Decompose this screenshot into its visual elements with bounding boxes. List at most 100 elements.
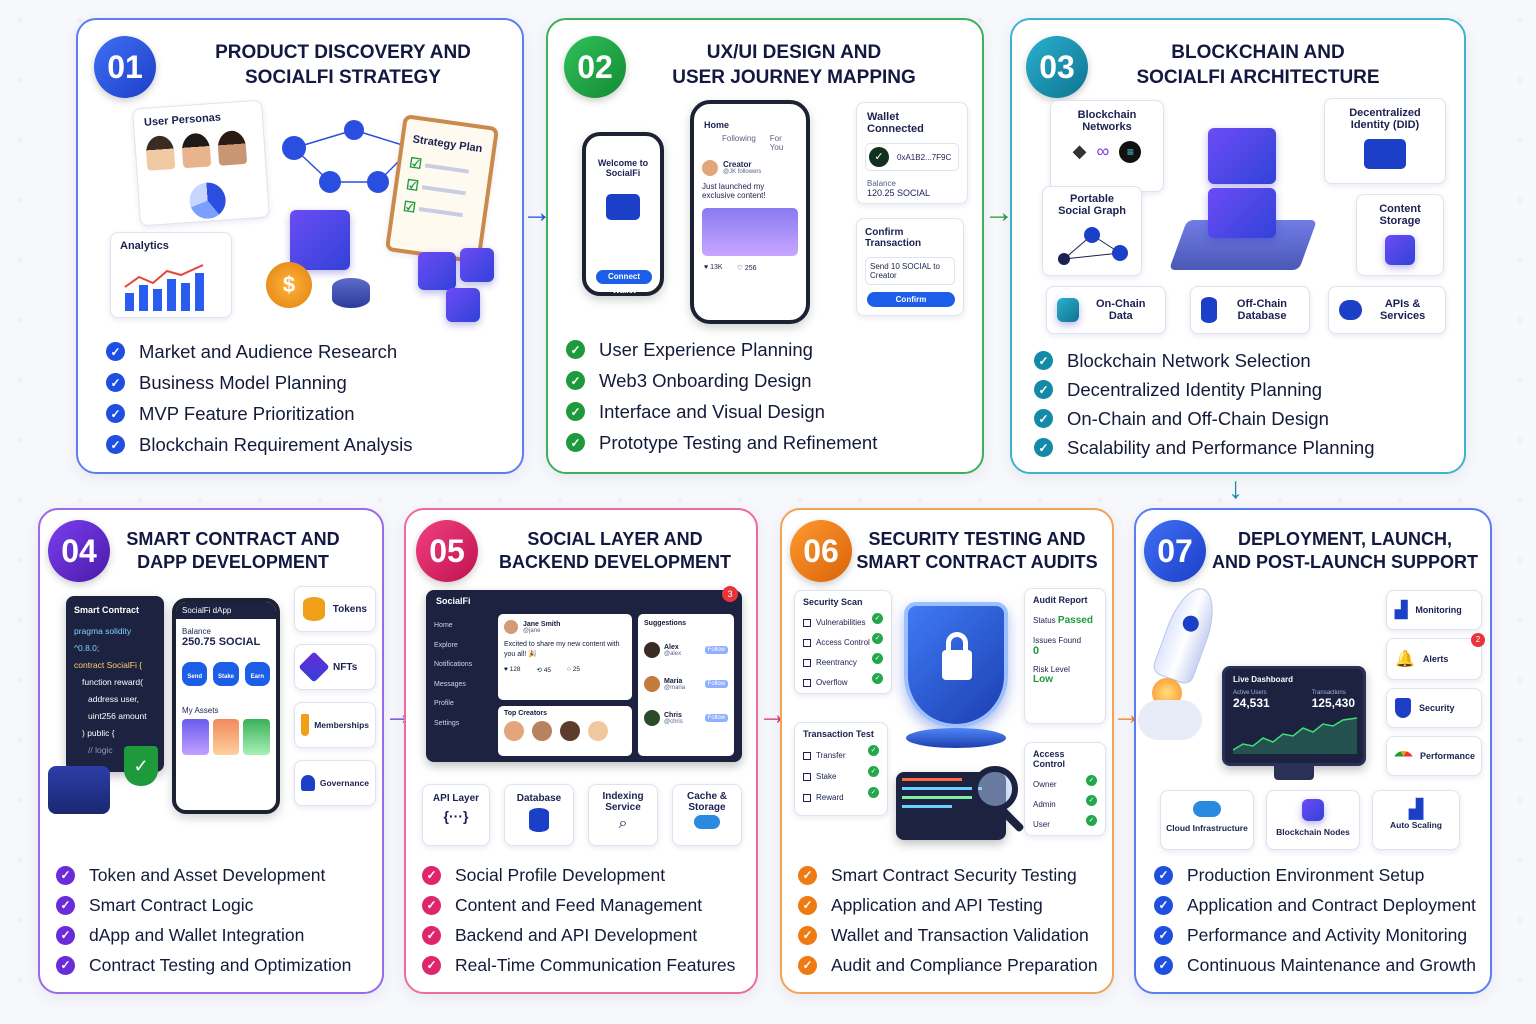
nav-messages[interactable]: Messages bbox=[434, 680, 466, 688]
database-panel: Database bbox=[504, 784, 574, 846]
like-icon[interactable]: ♥ 13K bbox=[704, 264, 723, 271]
bullet-item: ✓Continuous Maintenance and Growth bbox=[1154, 950, 1476, 980]
step-07-number: 07 bbox=[1144, 520, 1206, 582]
person-avatar bbox=[145, 134, 176, 171]
check-icon: ✓ bbox=[1086, 795, 1097, 806]
check-icon: ✓ bbox=[1086, 815, 1097, 826]
nft-thumbnail bbox=[243, 719, 271, 755]
cloud-gear-icon bbox=[1339, 300, 1363, 320]
nav-profile[interactable]: Profile bbox=[434, 700, 454, 707]
notification-badge: 3 bbox=[722, 586, 738, 602]
monitor-stand bbox=[1274, 766, 1314, 780]
off-chain-database-panel: Off-Chain Database bbox=[1190, 286, 1310, 334]
security-scan-panel: Security Scan Vulnerabilities✓ Access Co… bbox=[794, 590, 892, 694]
step-07-bullets: ✓Production Environment Setup ✓Applicati… bbox=[1154, 860, 1476, 980]
check-icon: ✓ bbox=[872, 613, 883, 624]
access-control-panel: Access Control Owner✓ Admin✓ User✓ bbox=[1024, 742, 1106, 836]
cube-icon bbox=[460, 248, 494, 282]
blockchain-nodes-panel: Blockchain Nodes bbox=[1266, 790, 1360, 850]
bullet-item: ✓Web3 Onboarding Design bbox=[566, 365, 877, 396]
wallet-icon bbox=[606, 194, 640, 220]
post-card: Jane Smith@jane Excited to share my new … bbox=[498, 614, 632, 700]
step-06-number: 06 bbox=[790, 520, 852, 582]
comment-icon[interactable]: ♡ 256 bbox=[736, 265, 757, 272]
step-05-number: 05 bbox=[416, 520, 478, 582]
token-stack-icon bbox=[332, 278, 370, 308]
nav-explore[interactable]: Explore bbox=[434, 641, 458, 649]
scaling-chart-icon: ▟ bbox=[1409, 799, 1423, 819]
nft-thumbnail bbox=[182, 719, 209, 755]
person-avatar bbox=[180, 132, 212, 169]
cube-icon bbox=[1057, 298, 1079, 322]
step-03-bullets: ✓Blockchain Network Selection ✓Decentral… bbox=[1034, 346, 1374, 462]
bullet-item: ✓Token and Asset Development bbox=[56, 860, 351, 890]
follow-button[interactable]: Follow bbox=[704, 646, 728, 654]
bullet-item: ✓Interface and Visual Design bbox=[566, 396, 877, 427]
creator-avatar bbox=[560, 721, 580, 741]
confirm-button[interactable]: Confirm bbox=[867, 292, 955, 307]
step-05-bullets: ✓Social Profile Development ✓Content and… bbox=[422, 860, 735, 980]
social-app-window: SocialFi 3 Home Explore Notifications Me… bbox=[426, 586, 742, 762]
step-07-card: 07 DEPLOYMENT, LAUNCH,AND POST-LAUNCH SU… bbox=[1134, 508, 1492, 994]
nfts-panel: NFTs bbox=[294, 644, 376, 690]
like-icon[interactable]: ♥ 128 bbox=[504, 666, 521, 673]
step-01-number: 01 bbox=[94, 36, 156, 98]
comment-icon[interactable]: ○ 25 bbox=[567, 666, 580, 673]
creator-avatar bbox=[702, 160, 718, 176]
follow-button[interactable]: Follow bbox=[704, 714, 728, 722]
bullet-item: ✓Real-Time Communication Features bbox=[422, 950, 735, 980]
connect-wallet-button[interactable]: Connect Wallet bbox=[596, 270, 652, 295]
nav-home[interactable]: Home bbox=[434, 622, 453, 629]
coin-icon: $ bbox=[266, 262, 312, 308]
crown-badge-icon bbox=[301, 714, 310, 736]
pie-chart-icon bbox=[188, 181, 227, 220]
nav-notifications[interactable]: Notifications bbox=[434, 661, 473, 668]
share-icon[interactable]: ⟲ 45 bbox=[536, 667, 552, 674]
shield-icon bbox=[1395, 698, 1411, 718]
post-image bbox=[702, 208, 798, 256]
bullet-item: ✓Smart Contract Logic bbox=[56, 890, 351, 920]
tokens-panel: Tokens bbox=[294, 586, 376, 632]
social-graph-panel: Portable Social Graph bbox=[1042, 186, 1142, 276]
send-button[interactable]: Send bbox=[182, 662, 208, 686]
cache-storage-panel: Cache & Storage bbox=[672, 784, 742, 846]
smart-contract-code-panel: Smart Contract pragma solidity ^0.8.0; c… bbox=[66, 596, 164, 772]
earn-button[interactable]: Earn bbox=[244, 662, 270, 686]
stake-button[interactable]: Stake bbox=[213, 662, 239, 686]
cube-icon bbox=[418, 252, 456, 290]
magnifier-icon bbox=[972, 766, 1018, 812]
person-avatar bbox=[644, 710, 660, 726]
bullet-item: ✓Application and Contract Deployment bbox=[1154, 890, 1476, 920]
bullet-item: ✓Contract Testing and Optimization bbox=[56, 950, 351, 980]
bell-icon: 🔔 bbox=[1395, 651, 1415, 668]
check-icon: ✓ bbox=[1086, 775, 1097, 786]
database-icon bbox=[1201, 297, 1217, 323]
blockchain-networks-panel: Blockchain Networks ◆ ∞ ≡ bbox=[1050, 100, 1164, 192]
shield-check-icon: ✓ bbox=[124, 746, 158, 786]
follow-button[interactable]: Follow bbox=[704, 680, 728, 688]
step-03-number: 03 bbox=[1026, 36, 1088, 98]
bar-chart-icon bbox=[124, 264, 204, 311]
polygon-icon: ∞ bbox=[1096, 141, 1110, 161]
graph-icon bbox=[1058, 227, 1128, 265]
creator-avatar bbox=[504, 721, 524, 741]
bullet-item: ✓On-Chain and Off-Chain Design bbox=[1034, 404, 1374, 433]
step-04-number: 04 bbox=[48, 520, 110, 582]
monitoring-panel: ▟Monitoring bbox=[1386, 590, 1482, 630]
api-layer-panel: API Layer {···} bbox=[422, 784, 490, 846]
performance-panel: Performance bbox=[1386, 736, 1482, 776]
nav-settings[interactable]: Settings bbox=[434, 719, 460, 727]
dapp-phone: SocialFi dApp Balance 250.75 SOCIAL Send… bbox=[172, 598, 280, 814]
bullet-item: ✓Audit and Compliance Preparation bbox=[798, 950, 1098, 980]
people-icon bbox=[301, 775, 315, 791]
cloud-infrastructure-panel: Cloud Infrastructure bbox=[1160, 790, 1254, 850]
bullet-item: ✓Blockchain Requirement Analysis bbox=[106, 429, 413, 460]
welcome-phone: Welcome to SocialFi Connect Wallet bbox=[582, 132, 664, 296]
